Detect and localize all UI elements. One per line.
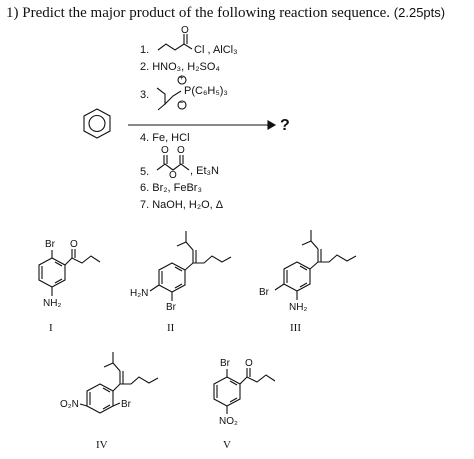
choice-V-label: V xyxy=(223,439,231,451)
step-7-label: 7. NaOH, H₂O, Δ xyxy=(140,199,224,211)
benzene-starting-material xyxy=(83,108,111,139)
step-1-chloride-label: Cl , AlCl₃ xyxy=(194,44,238,56)
step-5-base-label: , Et₃N xyxy=(190,165,219,177)
anhydride-carbonyl-oxygen-left: O xyxy=(161,145,169,156)
choice-II-structure xyxy=(149,231,232,301)
anhydride-bridging-oxygen: O xyxy=(169,170,177,181)
choice-I-label: I xyxy=(49,322,53,334)
choice-IV-label: IV xyxy=(96,439,108,451)
choice-II-amine: H₂N xyxy=(130,288,149,299)
choice-V-oxygen: O xyxy=(245,358,253,369)
choice-I-structure xyxy=(38,249,101,296)
step-4-label: 4. Fe, HCl xyxy=(140,132,190,144)
question-title: 1) Predict the major product of the foll… xyxy=(6,5,445,22)
choice-III-bromine: Br xyxy=(259,287,269,298)
choice-II-bromine: Br xyxy=(166,302,176,313)
question-text: 1) Predict the major product of the foll… xyxy=(6,5,391,21)
choice-V-nitro: NO₂ xyxy=(219,416,238,427)
anhydride-carbonyl-oxygen-right: O xyxy=(177,145,185,156)
reaction-arrow xyxy=(128,120,277,130)
choice-III-label: III xyxy=(290,322,301,334)
choice-IV-nitro: O₂N xyxy=(60,399,79,410)
step-3-number: 3. xyxy=(140,89,150,101)
butanoyl-chloride-structure xyxy=(157,34,193,51)
choice-II-label: II xyxy=(167,322,175,334)
choice-I-oxygen: O xyxy=(70,239,78,250)
choice-V-bromine: Br xyxy=(220,358,230,369)
unknown-product: ? xyxy=(280,117,290,134)
ylide-minus-charge: − xyxy=(179,98,184,107)
choice-III-amine: NH₂ xyxy=(289,302,308,313)
choice-III-structure xyxy=(274,230,357,300)
ylide-plus-charge: + xyxy=(179,73,184,82)
phosphorus-ylide-structure xyxy=(156,75,187,111)
step-5-number: 5. xyxy=(140,166,150,178)
question-points: (2.25pts) xyxy=(393,5,446,20)
choice-V-structure xyxy=(213,368,276,414)
step-6-label: 6. Br₂, FeBr₃ xyxy=(140,182,202,194)
acetic-anhydride-structure xyxy=(156,155,190,171)
step-1-number: 1. xyxy=(140,44,150,56)
choice-I-bromine: Br xyxy=(45,239,55,250)
choice-IV-structure xyxy=(79,352,159,414)
choice-I-amine: NH₂ xyxy=(43,298,62,309)
step-2-label: 2. HNO₃, H₂SO₄ xyxy=(140,61,220,73)
step-3-ylide-label: P(C₆H₅)₃ xyxy=(184,85,228,97)
choice-IV-bromine: Br xyxy=(121,399,131,410)
step-1-carbonyl-oxygen: O xyxy=(181,25,189,36)
